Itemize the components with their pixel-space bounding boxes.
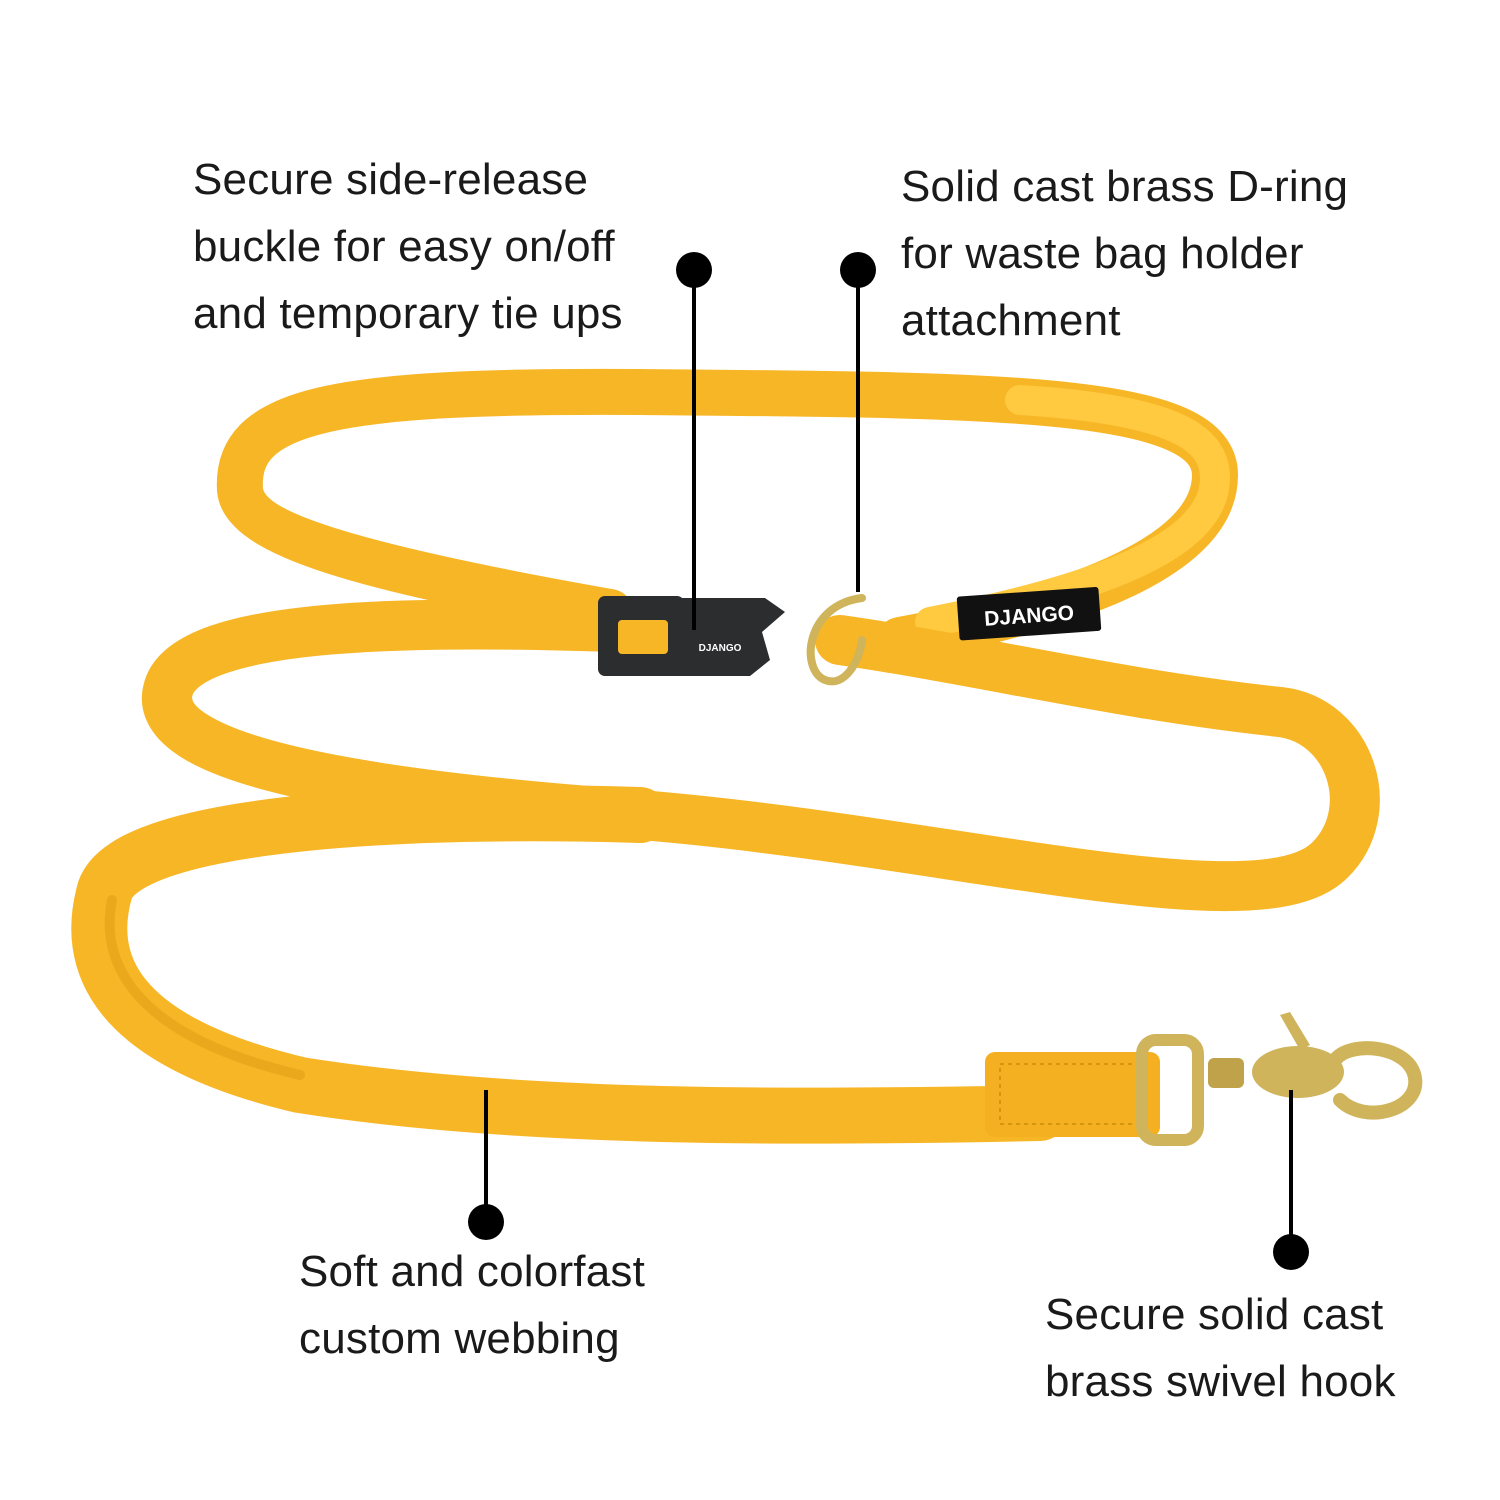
buckle-male — [674, 598, 785, 676]
buckle-window — [618, 620, 668, 654]
callout-webbing-line-1: Soft and colorfast — [299, 1247, 646, 1296]
buckle-brand-text: DJANGO — [699, 643, 742, 654]
leash-webbing-lower — [71, 785, 1068, 1144]
callout-leaders — [468, 252, 1309, 1270]
handle-padding — [915, 385, 1231, 637]
side-release-buckle: DJANGO — [598, 596, 785, 676]
callout-d-ring-line-3: attachment — [901, 296, 1121, 345]
callout-swivel-hook-line-1: Secure solid cast — [1045, 1290, 1384, 1339]
stitched-tab — [985, 1052, 1160, 1137]
brand-tag-patch — [956, 587, 1102, 641]
callout-buckle-line-2: buckle for easy on/off — [193, 222, 615, 271]
callout-swivel-hook-line-2: brass swivel hook — [1045, 1357, 1396, 1406]
d-ring-loop — [806, 594, 866, 686]
callout-webbing-line-2: custom webbing — [299, 1314, 620, 1363]
leash-webbing-upper — [142, 599, 1380, 912]
hook-clasp-loop — [1328, 1041, 1423, 1120]
callout-d-ring: Solid cast brass D-ring for waste bag ho… — [901, 153, 1348, 354]
handle-loop — [216, 368, 1239, 663]
callout-d-ring-line-1: Solid cast brass D-ring — [901, 162, 1349, 211]
hook-square-ring — [1136, 1034, 1204, 1146]
leash-body — [71, 599, 1380, 1144]
callout-webbing: Soft and colorfast custom webbing — [299, 1238, 645, 1372]
hook-swivel — [1208, 1058, 1244, 1088]
swivel-snap-hook — [1136, 1012, 1423, 1146]
callout-swivel-hook: Secure solid cast brass swivel hook — [1045, 1281, 1396, 1415]
callout-buckle-line-1: Secure side-release — [193, 155, 589, 204]
callout-buckle-line-3: and temporary tie ups — [193, 289, 623, 338]
hook-trigger — [1280, 1012, 1310, 1050]
brand-tag: DJANGO — [956, 587, 1102, 641]
leash-webbing-shadow — [104, 895, 305, 1080]
hook-body — [1252, 1046, 1344, 1098]
callout-buckle: Secure side-release buckle for easy on/o… — [193, 146, 623, 347]
callout-d-ring-line-2: for waste bag holder — [901, 229, 1304, 278]
d-ring — [806, 594, 866, 686]
